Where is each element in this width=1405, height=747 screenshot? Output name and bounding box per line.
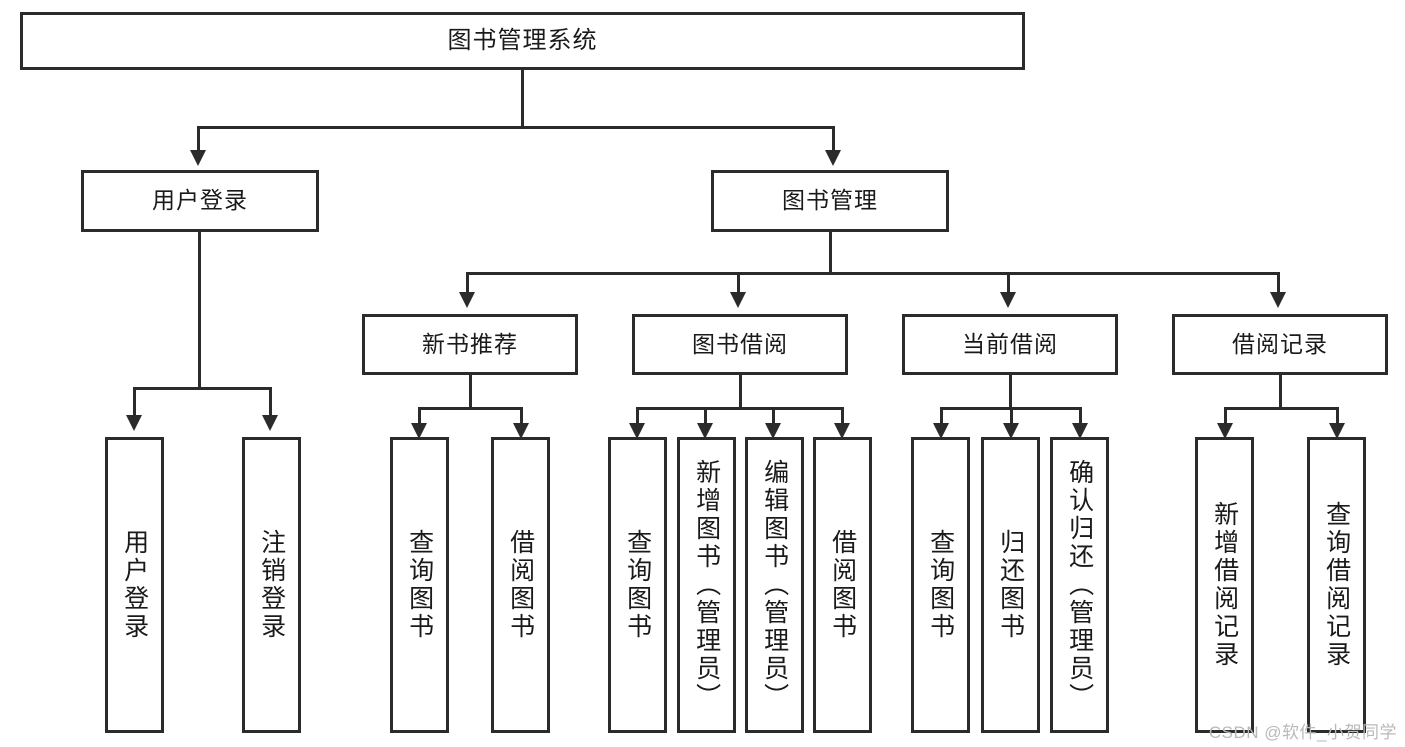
connector-new-book-leaf2 — [520, 407, 523, 425]
node-label: 用户登录 — [152, 187, 248, 214]
connector-book-borrow-stem — [739, 375, 742, 407]
arrow-new-book-leaf2 — [513, 423, 529, 439]
node-label: 确认归还（管理员） — [1065, 459, 1094, 711]
arrow-book-borrow-leaf1 — [629, 423, 645, 439]
connector-borrow-record-leaf1 — [1224, 407, 1227, 425]
node-label: 编辑图书（管理员） — [760, 459, 789, 711]
leaf-new-book-borrow[interactable]: 借阅图书 — [491, 437, 550, 733]
node-label: 借阅记录 — [1232, 330, 1328, 357]
node-label: 借阅图书 — [828, 529, 857, 641]
leaf-logout[interactable]: 注销登录 — [242, 437, 301, 733]
arrow-user-login-leaf1 — [126, 415, 142, 431]
arrow-borrow-record-leaf1 — [1217, 423, 1233, 439]
leaf-borrow-search-book[interactable]: 查询图书 — [608, 437, 667, 733]
arrow-to-new-book — [459, 292, 475, 308]
node-label: 注销登录 — [257, 529, 286, 641]
node-book-management[interactable]: 图书管理 — [711, 170, 949, 232]
node-root-system[interactable]: 图书管理系统 — [20, 12, 1025, 70]
node-new-book-recommend[interactable]: 新书推荐 — [362, 314, 578, 375]
node-label: 查询图书 — [623, 529, 652, 641]
node-user-login[interactable]: 用户登录 — [81, 170, 319, 232]
watermark: CSDN @软件_小贺同学 — [1208, 723, 1397, 742]
leaf-current-search-book[interactable]: 查询图书 — [911, 437, 970, 733]
node-label: 归还图书 — [996, 529, 1025, 641]
node-label: 新增图书（管理员） — [692, 459, 721, 711]
leaf-confirm-return-admin[interactable]: 确认归还（管理员） — [1050, 437, 1109, 733]
connector-current-borrow-leaf1 — [940, 407, 943, 425]
node-current-borrow[interactable]: 当前借阅 — [902, 314, 1118, 375]
arrow-to-user-login — [190, 150, 206, 166]
connector-book-borrow-leaf4 — [841, 407, 844, 425]
connector-to-book-borrow — [737, 272, 740, 294]
leaf-edit-book-admin[interactable]: 编辑图书（管理员） — [745, 437, 804, 733]
leaf-query-borrow-record[interactable]: 查询借阅记录 — [1307, 437, 1366, 733]
node-label: 图书管理系统 — [447, 26, 598, 54]
connector-book-manage-stem — [829, 232, 832, 272]
node-label: 图书管理 — [782, 187, 878, 214]
connector-user-login-leaf1 — [133, 387, 136, 417]
node-label: 查询借阅记录 — [1322, 501, 1351, 669]
arrow-book-borrow-leaf4 — [834, 423, 850, 439]
node-label: 当前借阅 — [962, 330, 1058, 357]
node-label: 新增借阅记录 — [1210, 501, 1239, 669]
connector-level2-bus — [197, 126, 834, 129]
connector-book-borrow-leaf3 — [772, 407, 775, 425]
arrow-current-borrow-leaf3 — [1072, 423, 1088, 439]
connector-book-borrow-leaf1 — [636, 407, 639, 425]
connector-to-book-manage — [832, 126, 835, 152]
arrow-to-borrow-record — [1270, 292, 1286, 308]
connector-to-borrow-record — [1277, 272, 1280, 294]
node-label: 借阅图书 — [506, 529, 535, 641]
arrow-current-borrow-leaf2 — [1003, 423, 1019, 439]
arrow-new-book-leaf1 — [411, 423, 427, 439]
arrow-current-borrow-leaf1 — [933, 423, 949, 439]
connector-new-book-leaf1 — [418, 407, 421, 425]
arrow-book-borrow-leaf2 — [697, 423, 713, 439]
node-label: 查询图书 — [926, 529, 955, 641]
arrow-to-book-manage — [825, 150, 841, 166]
node-label: 图书借阅 — [692, 330, 788, 357]
arrow-borrow-record-leaf2 — [1329, 423, 1345, 439]
connector-root-stem — [521, 70, 524, 126]
connector-borrow-record-leaf2 — [1336, 407, 1339, 425]
connector-user-login-bus — [133, 387, 271, 390]
connector-book-borrow-bus — [636, 407, 844, 410]
connector-current-borrow-stem — [1009, 375, 1012, 407]
leaf-borrow-book[interactable]: 借阅图书 — [813, 437, 872, 733]
leaf-add-book-admin[interactable]: 新增图书（管理员） — [677, 437, 736, 733]
node-label: 新书推荐 — [422, 330, 518, 357]
connector-to-current-borrow — [1007, 272, 1010, 294]
arrow-book-borrow-leaf3 — [765, 423, 781, 439]
leaf-new-book-search[interactable]: 查询图书 — [390, 437, 449, 733]
connector-level3-bus — [466, 272, 1280, 275]
node-label: 查询图书 — [405, 529, 434, 641]
connector-to-new-book — [466, 272, 469, 294]
arrow-to-book-borrow — [730, 292, 746, 308]
arrow-user-login-leaf2 — [262, 415, 278, 431]
connector-user-login-leaf2 — [269, 387, 272, 417]
connector-new-book-stem — [469, 375, 472, 407]
connector-current-borrow-leaf2 — [1010, 407, 1013, 425]
leaf-return-book[interactable]: 归还图书 — [981, 437, 1040, 733]
leaf-user-login[interactable]: 用户登录 — [105, 437, 164, 733]
connector-to-user-login — [197, 126, 200, 152]
connector-user-login-stem — [198, 232, 201, 387]
node-borrow-record[interactable]: 借阅记录 — [1172, 314, 1388, 375]
connector-borrow-record-stem — [1279, 375, 1282, 407]
connector-borrow-record-bus — [1224, 407, 1339, 410]
connector-book-borrow-leaf2 — [704, 407, 707, 425]
connector-current-borrow-leaf3 — [1079, 407, 1082, 425]
node-book-borrow[interactable]: 图书借阅 — [632, 314, 848, 375]
node-label: 用户登录 — [120, 529, 149, 641]
arrow-to-current-borrow — [1000, 292, 1016, 308]
leaf-add-borrow-record[interactable]: 新增借阅记录 — [1195, 437, 1254, 733]
connector-new-book-bus — [418, 407, 523, 410]
